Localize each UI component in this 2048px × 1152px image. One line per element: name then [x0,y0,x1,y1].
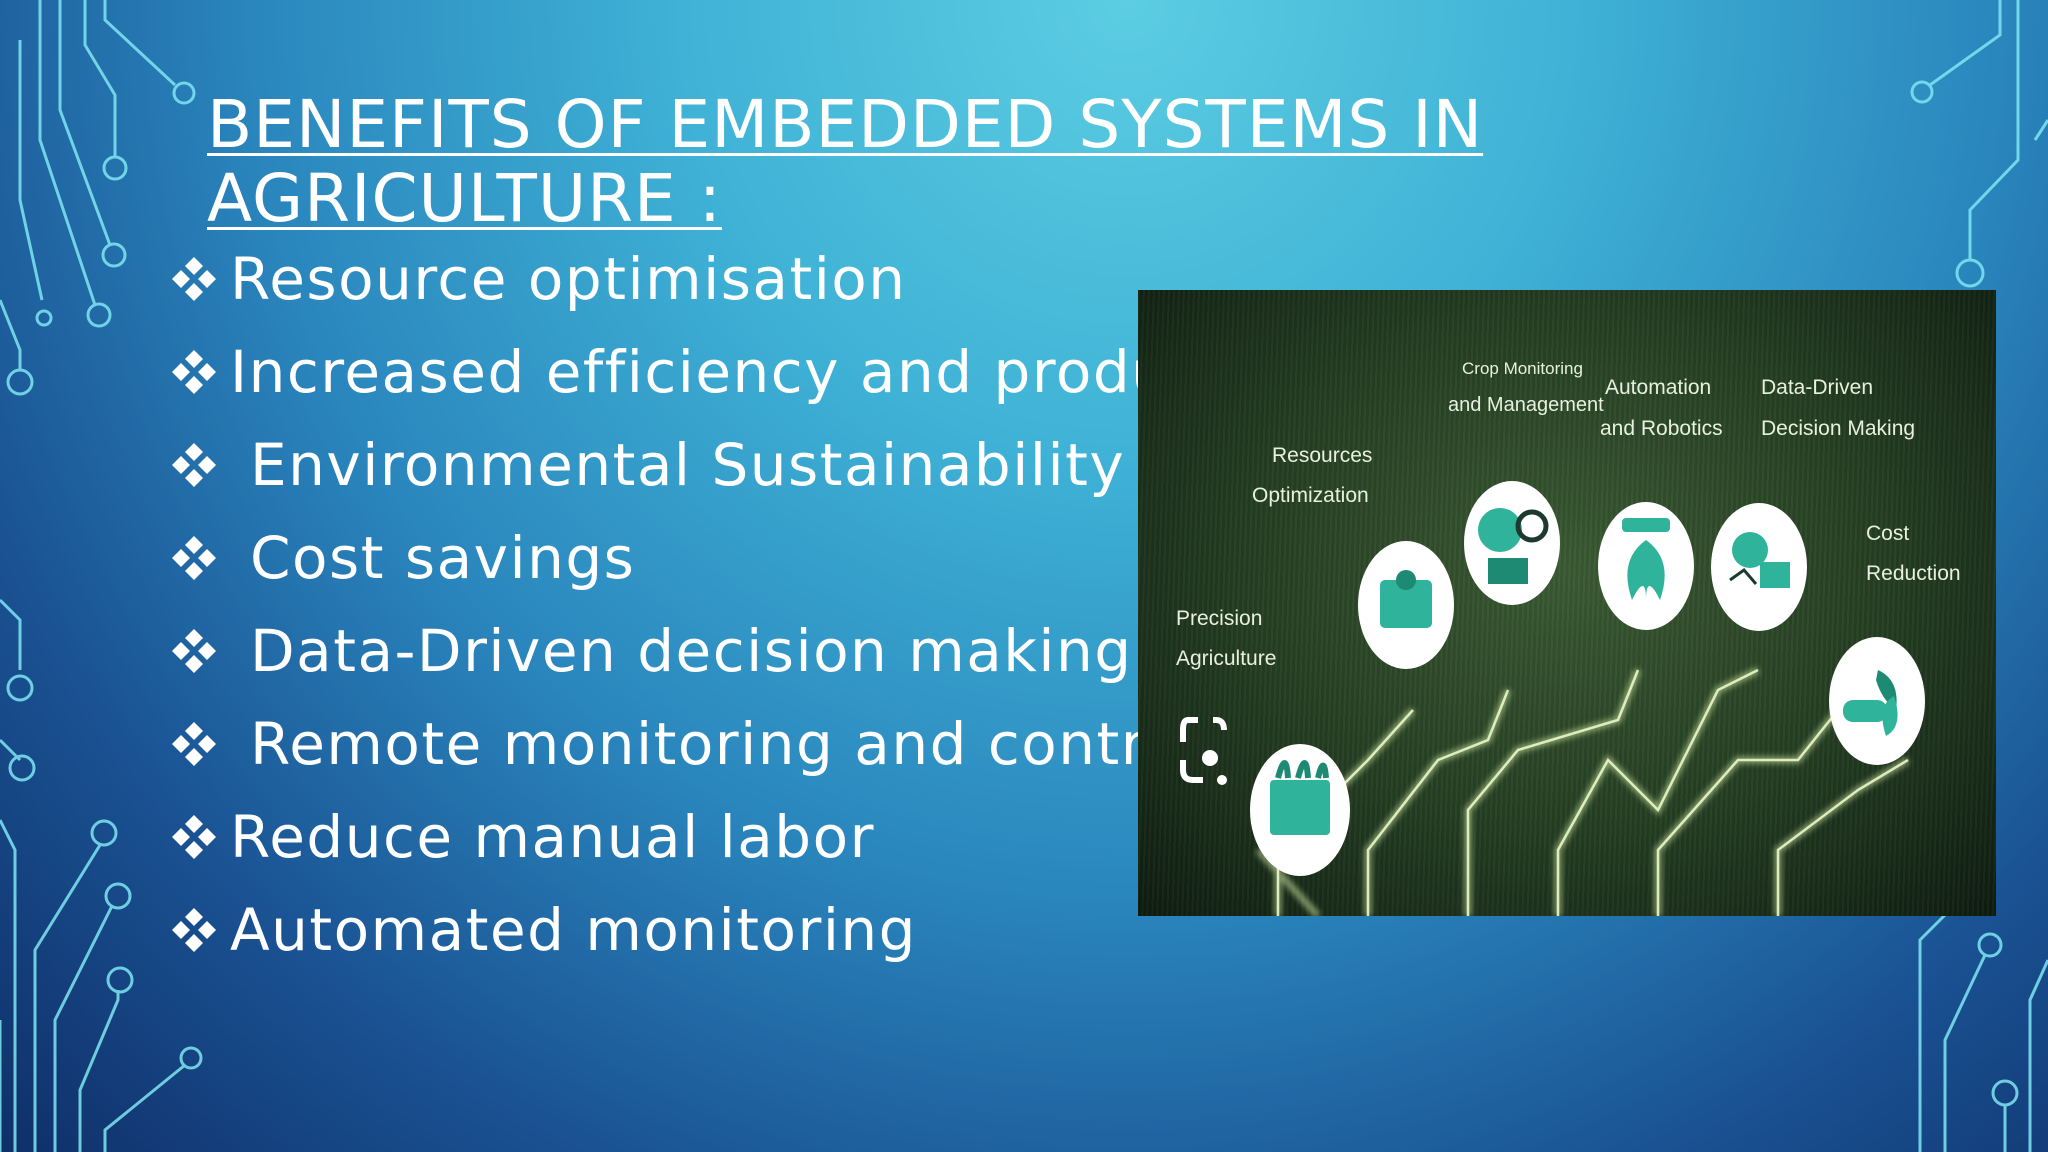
crop-monitoring-icon [1464,481,1560,605]
bullet-text: Reduce manual labor [230,802,875,871]
bullet-text: Data-Driven decision making [250,616,1133,685]
list-item: Automated monitoring [170,883,1358,976]
list-item: Cost savings [170,511,1358,604]
diamond-bullet-icon [170,255,230,303]
bullet-text: Remote monitoring and control [250,709,1200,778]
precision-agriculture-icon [1250,744,1350,876]
automation-label-line1: Automation [1605,376,1711,399]
cost-label-line1: Cost [1866,522,1909,545]
list-item: Reduce manual labor [170,790,1358,883]
resources-label-line2: Optimization [1252,484,1369,507]
resources-label-line1: Resources [1272,444,1372,467]
diamond-bullet-icon [170,348,230,396]
agriculture-infographic-image: Precision Agriculture Resources Optimiza… [1138,290,1996,916]
list-item: Remote monitoring and control [170,697,1358,790]
crop-label-line1: Crop Monitoring [1462,359,1583,378]
diamond-bullet-icon [170,534,230,582]
cost-label-line2: Reduction [1866,562,1961,585]
cost-reduction-icon [1829,637,1925,765]
data-label-line2: Decision Making [1761,417,1915,440]
data-label-line1: Data-Driven [1761,376,1873,399]
crop-label-line2: and Management [1448,394,1604,416]
diamond-bullet-icon [170,720,230,768]
automation-robotics-icon [1598,502,1694,630]
lens-icon [1180,717,1227,785]
list-item: Data-Driven decision making [170,604,1358,697]
diamond-bullet-icon [170,906,230,954]
list-item: Environmental Sustainability [170,418,1358,511]
precision-label-line2: Agriculture [1176,647,1276,670]
bullet-text: Cost savings [250,523,636,592]
data-driven-decision-icon [1711,503,1807,631]
resources-optimization-icon [1358,541,1454,669]
diamond-bullet-icon [170,813,230,861]
diamond-bullet-icon [170,627,230,675]
slide-title: BENEFITS OF EMBEDDED SYSTEMS IN AGRICULT… [207,86,1484,237]
list-item: Resource optimisation [170,232,1358,325]
precision-label-line1: Precision [1176,607,1262,630]
bullet-text: Environmental Sustainability [250,430,1126,499]
automation-label-line2: and Robotics [1600,417,1723,440]
bullet-text: Automated monitoring [230,895,918,964]
bullet-text: Resource optimisation [230,244,907,313]
infographic-illustration: Precision Agriculture Resources Optimiza… [1176,359,1961,916]
diamond-bullet-icon [170,441,230,489]
